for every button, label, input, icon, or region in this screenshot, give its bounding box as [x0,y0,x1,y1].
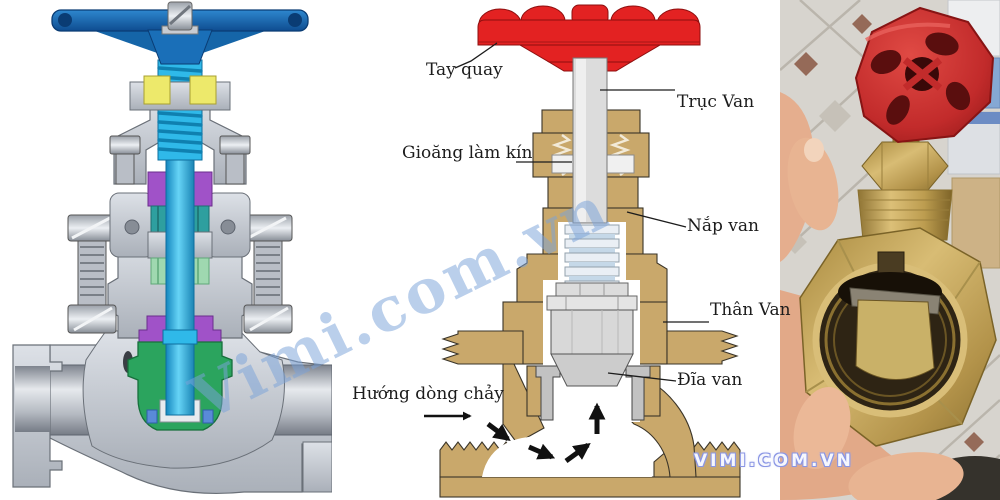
internal-gate [855,299,935,380]
diagram-stem-coil [564,224,620,291]
bonnet-bolt-left [67,214,117,334]
brass-gland [857,189,953,241]
outlet-arch [482,433,652,477]
label-stem: Trục Van [677,92,755,112]
label-body: Thân Van [710,300,791,320]
right-flange [302,441,332,493]
label-flow: Hướng dòng chảy [352,384,504,404]
bonnet-bolt-right [243,214,293,334]
label-disc: Đĩa van [677,370,743,390]
cad-cutaway-panel [12,1,332,494]
diagram-stem [572,57,608,224]
diagram-body-group [439,301,741,498]
brass-valve-photo-panel [780,0,1000,500]
diagram-disc [546,282,638,387]
flow-arrows [424,402,606,464]
cad-bonnet-and-bolts [67,192,293,339]
photo-handwheel-red [854,6,995,144]
cad-handwheel-blue [51,1,309,65]
valve-diagram-panel [424,4,741,498]
cad-gland-yellow [129,75,231,111]
hand-front [793,386,964,500]
label-bonnet: Nắp van [687,216,759,236]
watermark-footer: VIMI.COM.VN [694,451,854,471]
brass-valve [799,125,997,447]
label-handwheel: Tay quay [426,60,503,80]
label-gasket: Gioăng làm kín [402,143,533,163]
leader-lines [454,42,709,382]
left-pipe-bore [15,366,50,432]
diagram-handwheel [477,4,701,72]
